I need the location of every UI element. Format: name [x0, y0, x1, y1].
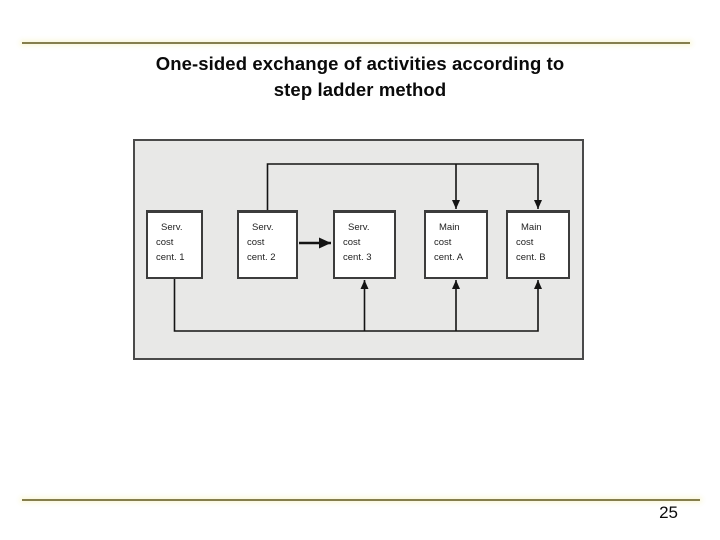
box-serv-cost-cent-1: Serv. cost cent. 1	[146, 210, 203, 279]
box-label-line: Main	[439, 222, 460, 233]
box-label-line: cent. A	[434, 252, 464, 263]
bottom-divider-line	[22, 499, 700, 501]
box-label-line: cost	[343, 237, 361, 248]
slide-title-line-1: One-sided exchange of activities accordi…	[155, 53, 565, 74]
box-main-cost-cent-a: Main cost cent. A	[424, 210, 488, 279]
top-divider-line	[22, 42, 690, 44]
box-label-line: cent. 2	[247, 252, 276, 263]
box-label-line: Serv.	[161, 222, 183, 233]
box-label-line: cost	[516, 237, 534, 248]
box-label-line: Main	[521, 222, 542, 233]
box-label-line: cost	[247, 237, 265, 248]
box-label-line: cent. 1	[156, 252, 185, 263]
slide-title: One-sided exchange of activities accordi…	[0, 51, 720, 103]
box-label-line: cost	[156, 237, 174, 248]
box-label-line: cent. 3	[343, 252, 372, 263]
box-label-line: Serv.	[252, 222, 274, 233]
box-label-line: cost	[434, 237, 452, 248]
arrow-serv2-to-mainB-top-route	[266, 163, 542, 210]
box-label-line: cent. B	[516, 252, 546, 263]
box-label-line: Serv.	[348, 222, 370, 233]
arrow-serv1-to-mainB-bottom-route	[173, 279, 542, 332]
page-number: 25	[659, 503, 678, 522]
box-serv-cost-cent-3: Serv. cost cent. 3	[333, 210, 396, 279]
diagram-panel: Serv. cost cent. 1 Serv. cost cent. 2 Se…	[133, 139, 584, 360]
slide-title-line-2: step ladder method	[273, 79, 447, 100]
box-serv-cost-cent-2: Serv. cost cent. 2	[237, 210, 298, 279]
box-main-cost-cent-b: Main cost cent. B	[506, 210, 570, 279]
connector-lines	[173, 163, 542, 332]
